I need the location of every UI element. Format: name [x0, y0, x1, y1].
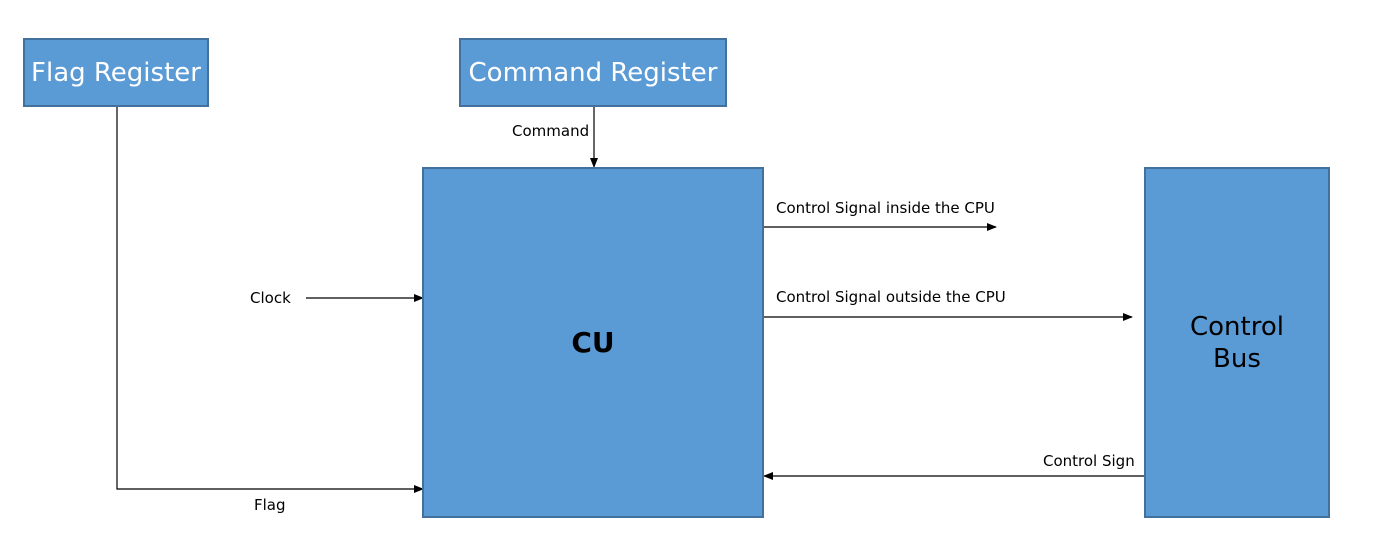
flag-register-box: Flag Register [23, 38, 209, 107]
command-label: Command [512, 122, 590, 140]
control-sign-label: Control Sign [1043, 452, 1135, 470]
flag-register-title: Flag Register [31, 57, 201, 88]
control-signal-inside-label: Control Signal inside the CPU [776, 199, 995, 217]
clock-label: Clock [250, 289, 291, 307]
cu-title: CU [571, 326, 615, 359]
control-bus-box: Control Bus [1144, 167, 1330, 518]
flag-label: Flag [254, 496, 286, 514]
control-bus-title: Control Bus [1190, 311, 1284, 374]
flag-arrow [116, 107, 424, 493]
command-register-title: Command Register [468, 57, 718, 88]
cu-box: CU [422, 167, 764, 518]
command-register-box: Command Register [459, 38, 727, 107]
control-signal-outside-label: Control Signal outside the CPU [776, 288, 1006, 306]
